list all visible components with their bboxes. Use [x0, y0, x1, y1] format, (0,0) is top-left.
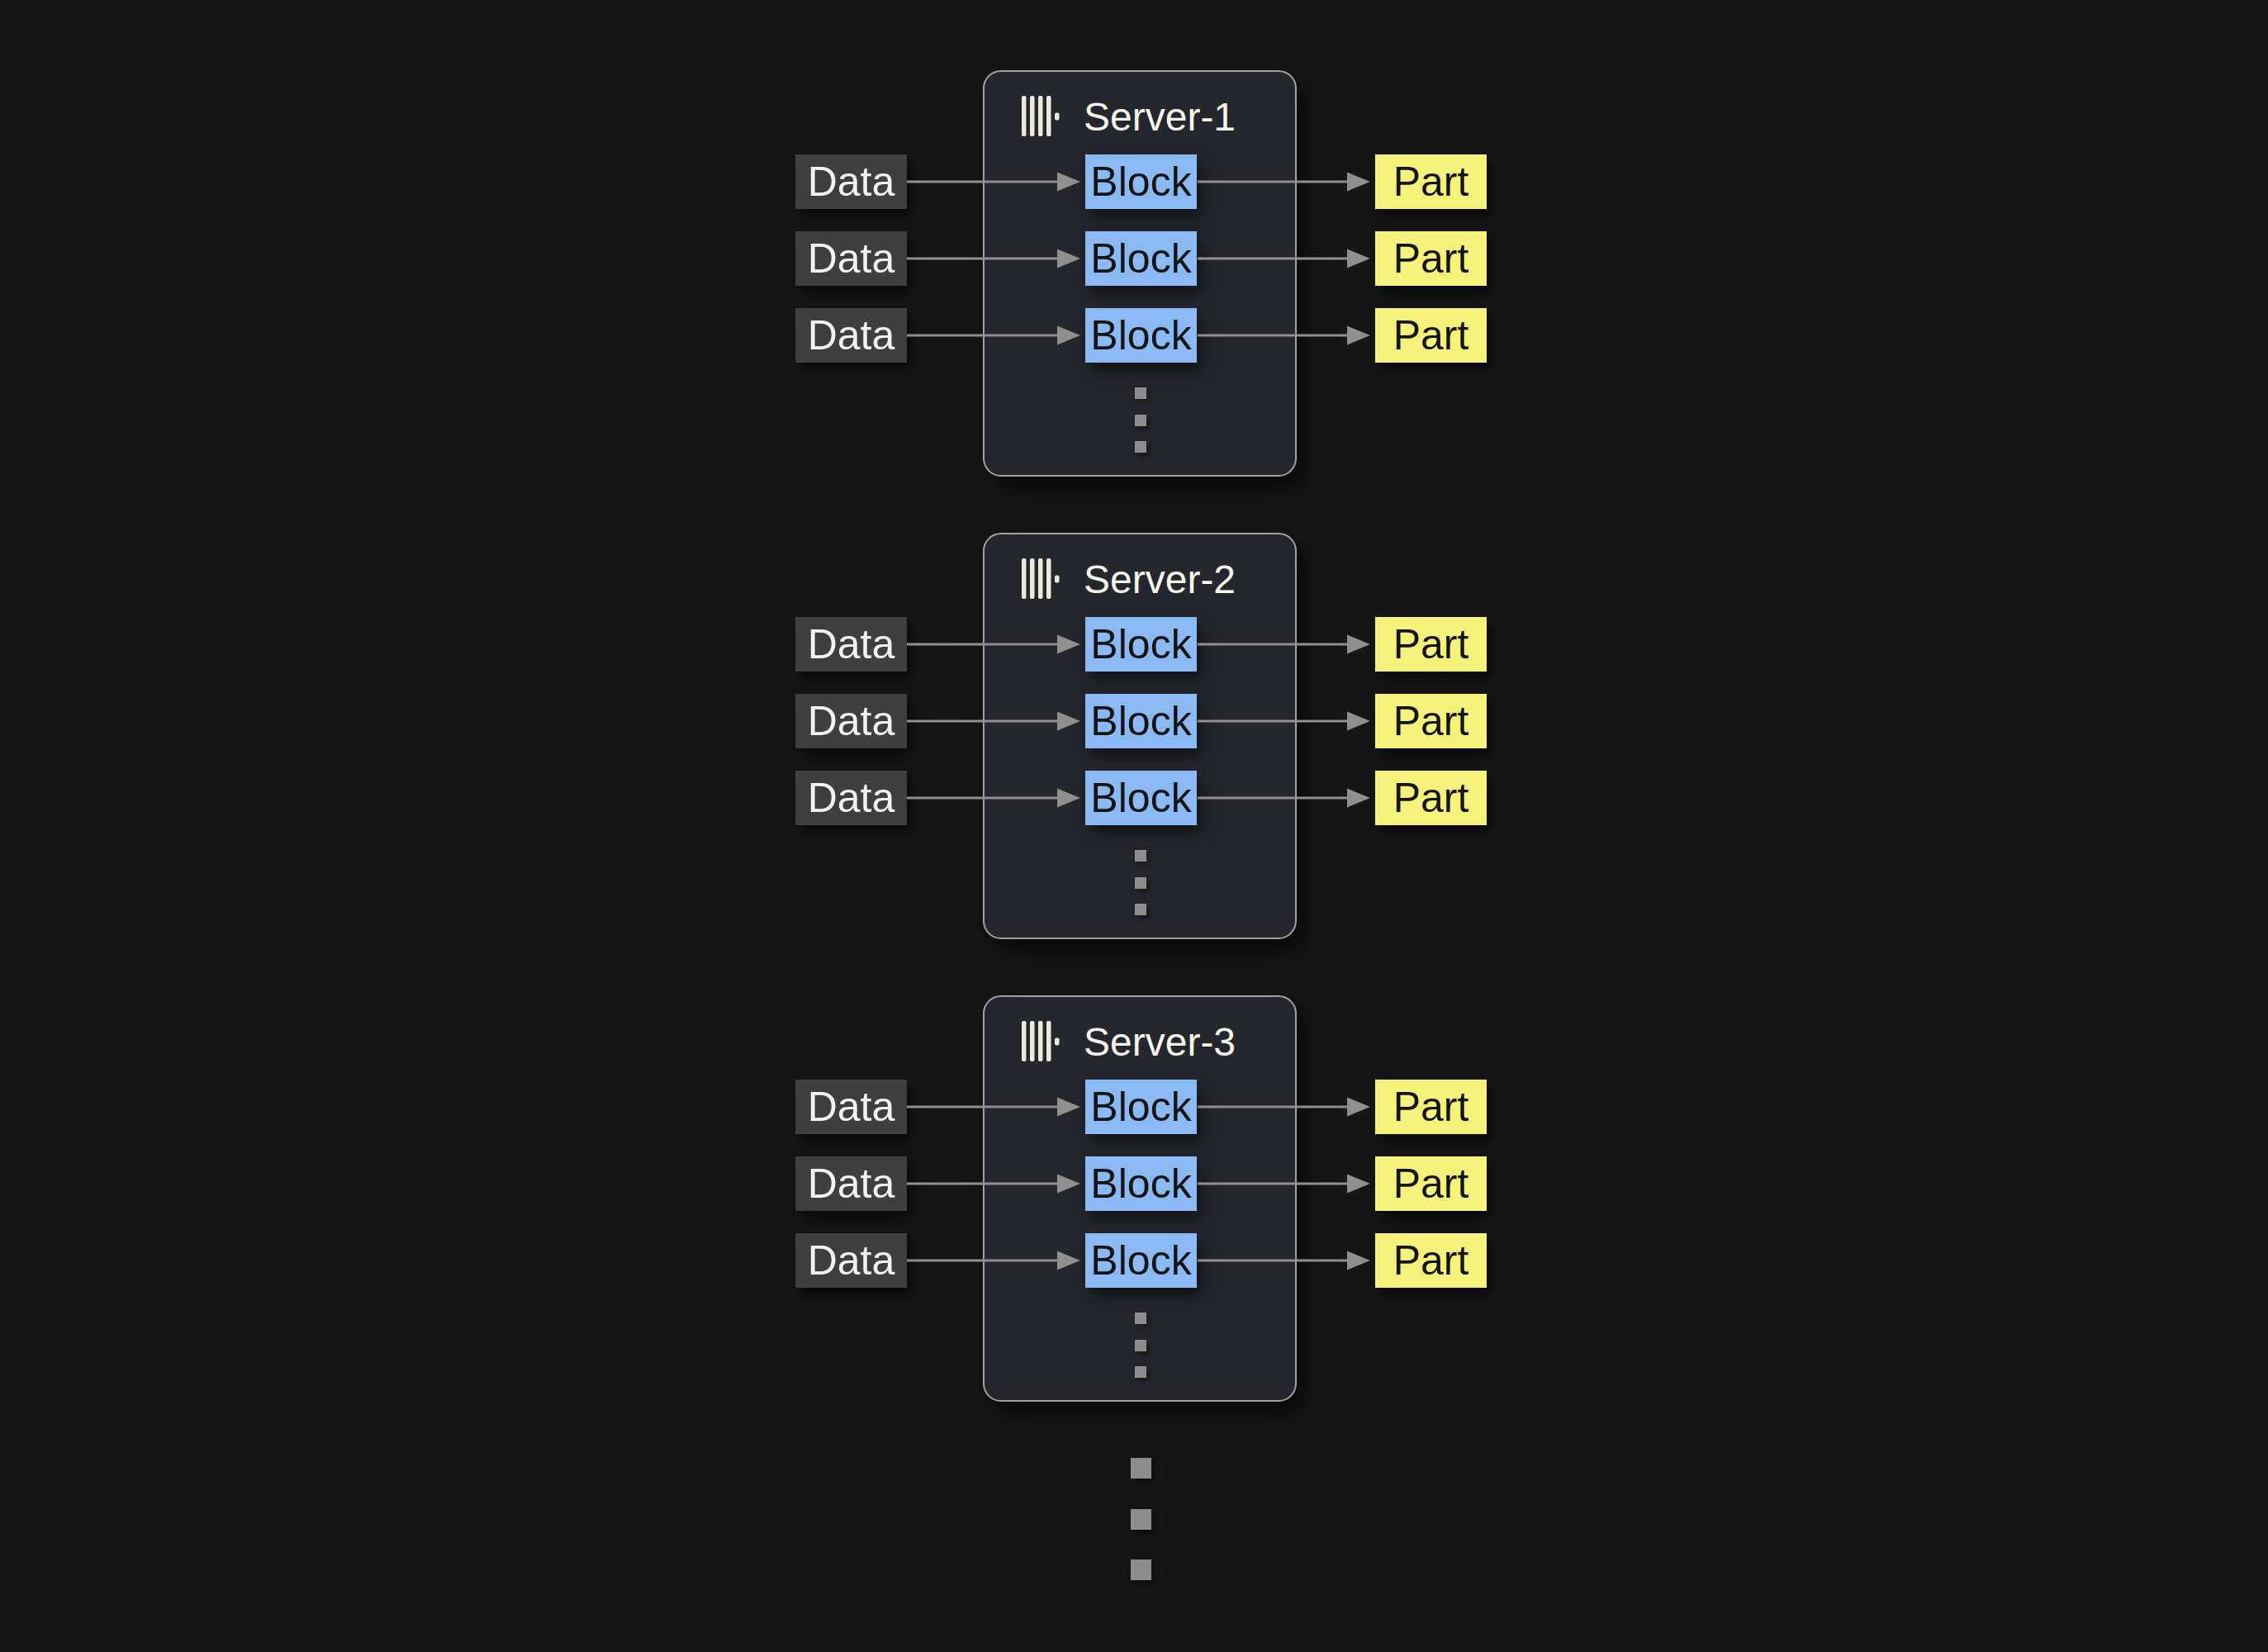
ellipsis-dot [1135, 877, 1146, 889]
server-group: Server-2DataBlockPartDataBlockPartDataBl… [0, 533, 2268, 995]
part-node: Part [1375, 1080, 1487, 1134]
part-node: Part [1375, 154, 1487, 209]
data-node: Data [795, 694, 907, 748]
ellipsis-dot [1135, 415, 1146, 426]
block-node: Block [1085, 154, 1197, 209]
part-node: Part [1375, 1156, 1487, 1211]
part-node: Part [1375, 231, 1487, 286]
data-node: Data [795, 1233, 907, 1288]
arrow-block-to-part [1198, 323, 1370, 348]
block-node: Block [1085, 771, 1197, 825]
data-node: Data [795, 308, 907, 363]
server-rack-icon [1022, 558, 1061, 601]
server-group: Server-1DataBlockPartDataBlockPartDataBl… [0, 70, 2268, 533]
arrow-block-to-part [1198, 709, 1370, 733]
ellipsis-dot [1135, 850, 1146, 862]
data-node: Data [795, 771, 907, 825]
ellipsis-dot [1135, 1340, 1146, 1351]
arrow-block-to-part [1198, 246, 1370, 271]
arrow-data-to-block [907, 632, 1080, 657]
server-title: Server-3 [1084, 1022, 1236, 1063]
part-node: Part [1375, 771, 1487, 825]
part-node: Part [1375, 617, 1487, 672]
ellipsis-dot [1135, 904, 1146, 915]
block-node: Block [1085, 308, 1197, 363]
server-rack-icon [1022, 1020, 1061, 1063]
arrow-block-to-part [1198, 169, 1370, 194]
ellipsis-dot [1135, 1313, 1146, 1324]
arrow-data-to-block [907, 786, 1080, 810]
ellipsis-dot [1135, 1366, 1146, 1378]
block-node: Block [1085, 617, 1197, 672]
block-node: Block [1085, 231, 1197, 286]
arrow-block-to-part [1198, 1171, 1370, 1196]
arrow-data-to-block [907, 1171, 1080, 1196]
data-node: Data [795, 617, 907, 672]
arrow-data-to-block [907, 709, 1080, 733]
arrow-block-to-part [1198, 1248, 1370, 1273]
arrow-data-to-block [907, 1248, 1080, 1273]
part-node: Part [1375, 694, 1487, 748]
arrow-block-to-part [1198, 1094, 1370, 1119]
server-title: Server-1 [1084, 97, 1236, 138]
part-node: Part [1375, 308, 1487, 363]
block-node: Block [1085, 1156, 1197, 1211]
ellipsis-dot [1135, 387, 1146, 399]
ellipsis-dot [1135, 441, 1146, 453]
arrow-data-to-block [907, 1094, 1080, 1119]
page-ellipsis-dot [1131, 1509, 1151, 1530]
arrow-block-to-part [1198, 632, 1370, 657]
arrow-data-to-block [907, 246, 1080, 271]
server-group: Server-3DataBlockPartDataBlockPartDataBl… [0, 995, 2268, 1458]
server-rack-icon [1022, 95, 1061, 138]
page-ellipsis-dot [1131, 1559, 1151, 1580]
block-node: Block [1085, 1080, 1197, 1134]
arrow-data-to-block [907, 169, 1080, 194]
part-node: Part [1375, 1233, 1487, 1288]
data-node: Data [795, 1080, 907, 1134]
block-node: Block [1085, 1233, 1197, 1288]
data-node: Data [795, 1156, 907, 1211]
data-node: Data [795, 231, 907, 286]
page-ellipsis-dot [1131, 1458, 1151, 1479]
data-node: Data [795, 154, 907, 209]
server-title: Server-2 [1084, 559, 1236, 601]
block-node: Block [1085, 694, 1197, 748]
arrow-data-to-block [907, 323, 1080, 348]
arrow-block-to-part [1198, 786, 1370, 810]
